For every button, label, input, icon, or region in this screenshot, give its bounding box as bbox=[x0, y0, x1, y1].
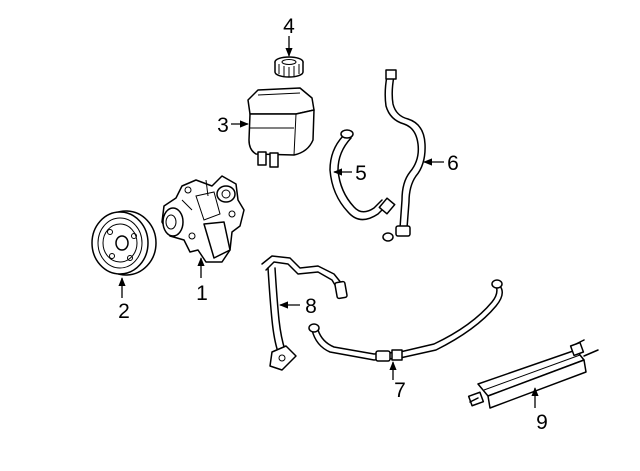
callout-5: 5 bbox=[355, 162, 367, 185]
power-steering-pump bbox=[161, 175, 245, 263]
reservoir-cap bbox=[274, 56, 304, 78]
callout-8: 8 bbox=[305, 295, 317, 318]
pressure-line-with-bracket bbox=[261, 255, 348, 371]
pump-pulley bbox=[91, 210, 157, 276]
callout-2: 2 bbox=[118, 300, 130, 323]
return-hose bbox=[329, 129, 396, 221]
callout-6: 6 bbox=[447, 152, 459, 175]
callout-9: 9 bbox=[536, 411, 548, 434]
callout-4: 4 bbox=[283, 15, 295, 38]
pressure-hose bbox=[382, 69, 426, 242]
cooler-return-hose bbox=[308, 279, 503, 362]
callout-3: 3 bbox=[217, 114, 229, 137]
reservoir bbox=[247, 87, 315, 168]
leader-lines bbox=[118, 36, 539, 408]
power-steering-cooler bbox=[467, 339, 599, 409]
callout-7: 7 bbox=[394, 379, 406, 402]
callout-1: 1 bbox=[196, 282, 208, 305]
callouts: 4 3 5 6 1 2 8 7 9 bbox=[118, 15, 548, 434]
